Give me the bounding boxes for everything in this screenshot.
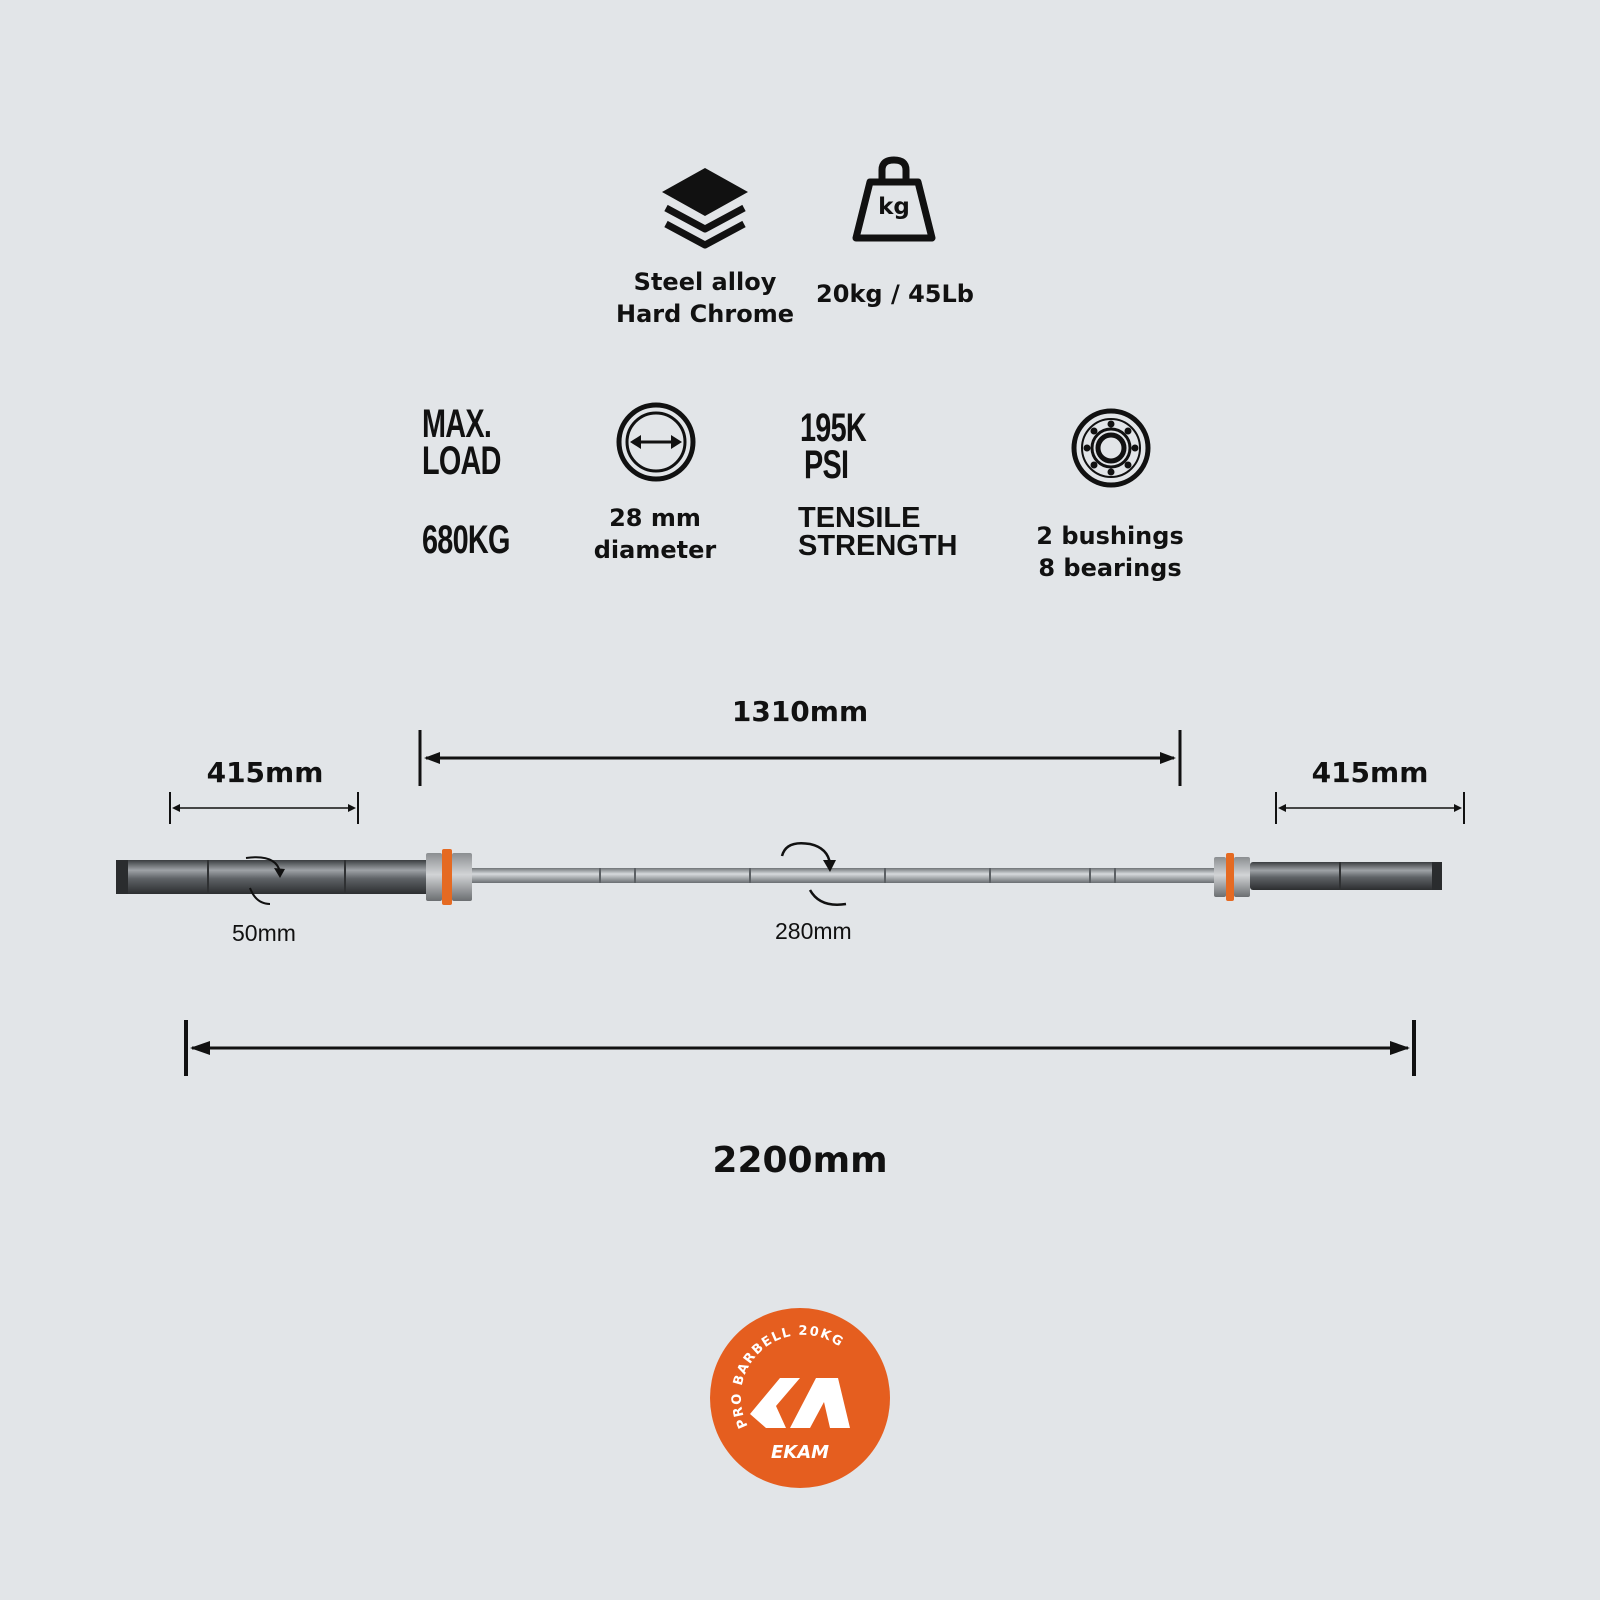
kettlebell-weight-icon — [852, 156, 936, 242]
diameter-spec: 28 mm diameter — [560, 502, 750, 566]
max-load-value: 680KG — [422, 518, 510, 562]
total-length-label: 2200mm — [712, 1140, 888, 1181]
sleeve-diameter-label: 50mm — [232, 920, 296, 946]
shaft-length-dimension-line — [418, 730, 1182, 786]
right-sleeve-dimension-line — [1275, 792, 1465, 824]
bearings-line-1: 2 bushings — [1036, 522, 1184, 550]
badge-brand-text: EKAM — [771, 1442, 829, 1463]
tensile-line-2: STRENGTH — [798, 530, 958, 562]
shaft-diameter-label: 280mm — [775, 918, 852, 944]
diameter-line-1: 28 mm — [609, 504, 701, 532]
material-spec: Steel alloy Hard Chrome — [580, 266, 830, 330]
tensile-heading-2: PSI — [804, 443, 849, 487]
material-line-1: Steel alloy — [633, 268, 777, 296]
bearing-icon — [1071, 408, 1151, 488]
diameter-icon — [616, 402, 696, 482]
layers-icon — [662, 168, 748, 249]
brand-badge-logo: PRO BARBELL 20KG EKAM — [710, 1308, 890, 1488]
kettlebell-label: kg — [878, 194, 910, 220]
material-line-2: Hard Chrome — [616, 300, 794, 328]
barbell-image — [116, 849, 1442, 905]
shaft-length-label: 1310mm — [731, 695, 869, 728]
center-rotation-arrow-icon — [780, 842, 847, 906]
max-load-heading-2: LOAD — [422, 439, 501, 483]
bearings-line-2: 8 bearings — [1038, 554, 1182, 582]
right-sleeve-label: 415mm — [1311, 756, 1429, 789]
total-length-dimension-line — [184, 1020, 1416, 1076]
ka-logo-mark-icon — [750, 1378, 850, 1428]
left-sleeve-label: 415mm — [206, 756, 324, 789]
tensile-line-1: TENSILE — [798, 502, 921, 534]
bearings-spec: 2 bushings 8 bearings — [1010, 520, 1210, 584]
diameter-line-2: diameter — [593, 536, 717, 564]
tensile-heading-1: 195K — [800, 406, 867, 450]
left-rotation-arrow-icon — [245, 856, 285, 905]
max-load-heading-1: MAX. — [422, 402, 492, 446]
weight-spec: 20kg / 45Lb — [816, 280, 974, 308]
left-sleeve-dimension-line — [169, 792, 359, 824]
